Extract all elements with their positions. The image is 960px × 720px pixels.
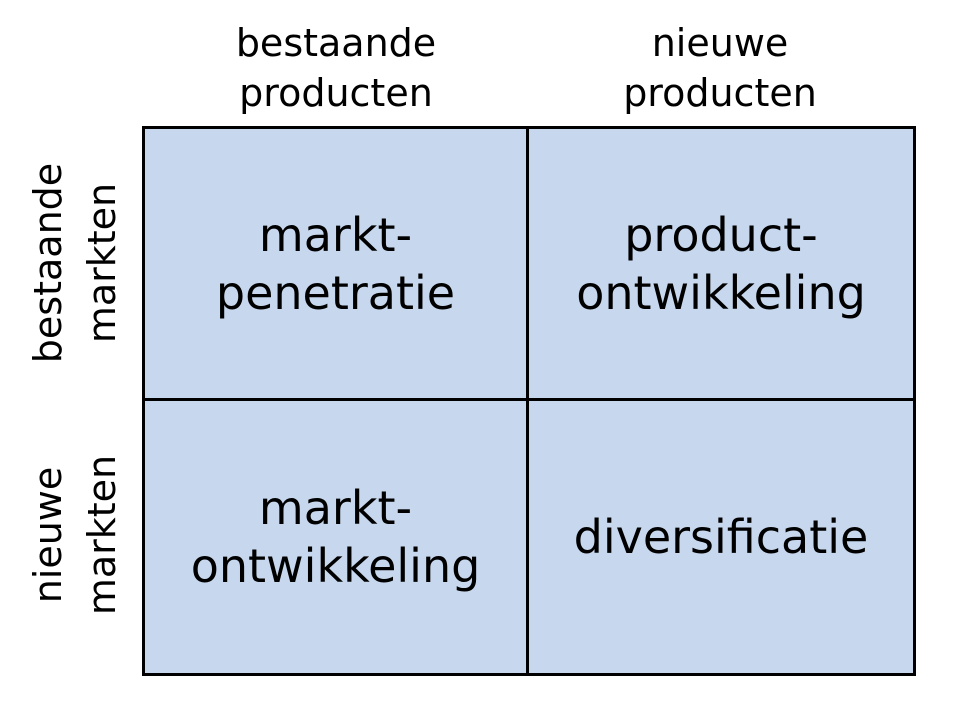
cell-diversification: diversificatie — [529, 401, 913, 673]
cell-product-development: product- ontwikkeling — [529, 129, 913, 401]
row-header-existing-markets: bestaande markten — [26, 162, 124, 364]
column-header-new-products: nieuwe producten — [623, 21, 817, 115]
row-header-new-markets: nieuwe markten — [26, 454, 124, 616]
ansoff-matrix: markt- penetratie product- ontwikkeling … — [142, 126, 916, 676]
cell-market-penetration: markt- penetratie — [145, 129, 529, 401]
column-header-existing-products: bestaande producten — [235, 21, 437, 115]
cell-market-development: markt- ontwikkeling — [145, 401, 529, 673]
